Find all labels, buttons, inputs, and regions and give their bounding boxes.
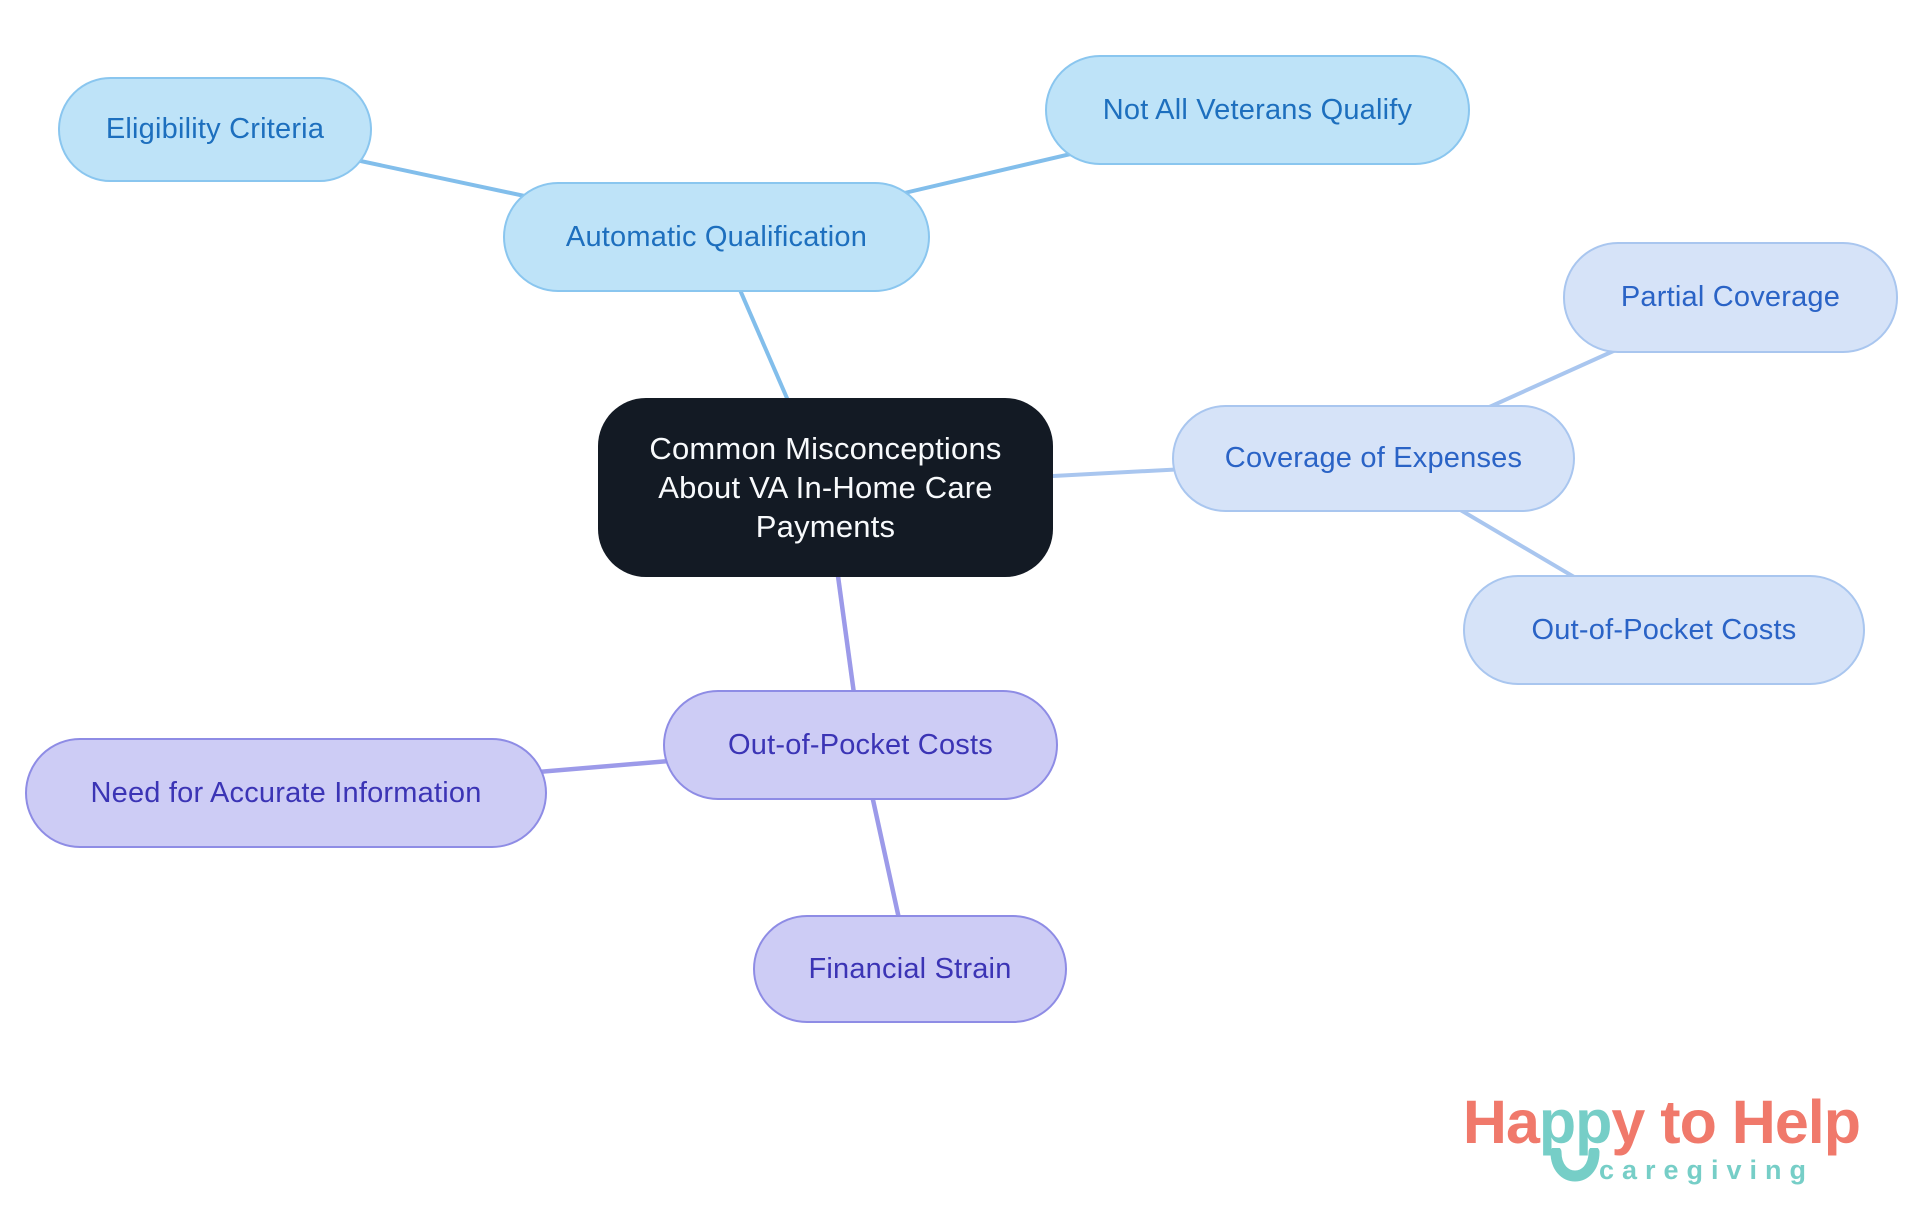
node-label: Need for Accurate Information <box>90 776 482 809</box>
node-not-all-veterans-qualify[interactable]: Not All Veterans Qualify <box>1045 55 1470 165</box>
central-title-line: About VA In-Home Care <box>658 470 993 505</box>
node-eligibility-criteria[interactable]: Eligibility Criteria <box>58 77 372 182</box>
node-central-topic[interactable]: Common Misconceptions About VA In-Home C… <box>598 398 1053 577</box>
central-title-line: Common Misconceptions <box>649 431 1002 466</box>
node-label: Not All Veterans Qualify <box>1102 93 1413 126</box>
logo-text-coral: y to Help <box>1611 1088 1861 1156</box>
node-automatic-qualification[interactable]: Automatic Qualification <box>503 182 930 292</box>
logo-text-coral: Ha <box>1462 1088 1540 1156</box>
node-out-of-pocket-costs-blue[interactable]: Out-of-Pocket Costs <box>1463 575 1865 685</box>
node-partial-coverage[interactable]: Partial Coverage <box>1563 242 1898 353</box>
node-label: Automatic Qualification <box>565 220 868 253</box>
node-label: Eligibility Criteria <box>105 113 325 145</box>
central-title-line: Payments <box>755 509 896 544</box>
node-label: Out-of-Pocket Costs <box>728 728 993 761</box>
node-out-of-pocket-costs-purple[interactable]: Out-of-Pocket Costs <box>663 690 1058 800</box>
node-need-for-accurate-information[interactable]: Need for Accurate Information <box>25 738 547 848</box>
logo-text-teal: pp <box>1539 1092 1612 1182</box>
node-label: Financial Strain <box>808 952 1012 985</box>
logo-tagline: caregiving <box>1598 1155 1814 1185</box>
node-financial-strain[interactable]: Financial Strain <box>753 915 1067 1023</box>
node-label: Partial Coverage <box>1620 281 1841 313</box>
node-coverage-of-expenses[interactable]: Coverage of Expenses <box>1172 405 1575 512</box>
node-label: Out-of-Pocket Costs <box>1531 613 1797 646</box>
node-label: Coverage of Expenses <box>1224 442 1523 474</box>
smile-icon <box>1550 1148 1600 1182</box>
